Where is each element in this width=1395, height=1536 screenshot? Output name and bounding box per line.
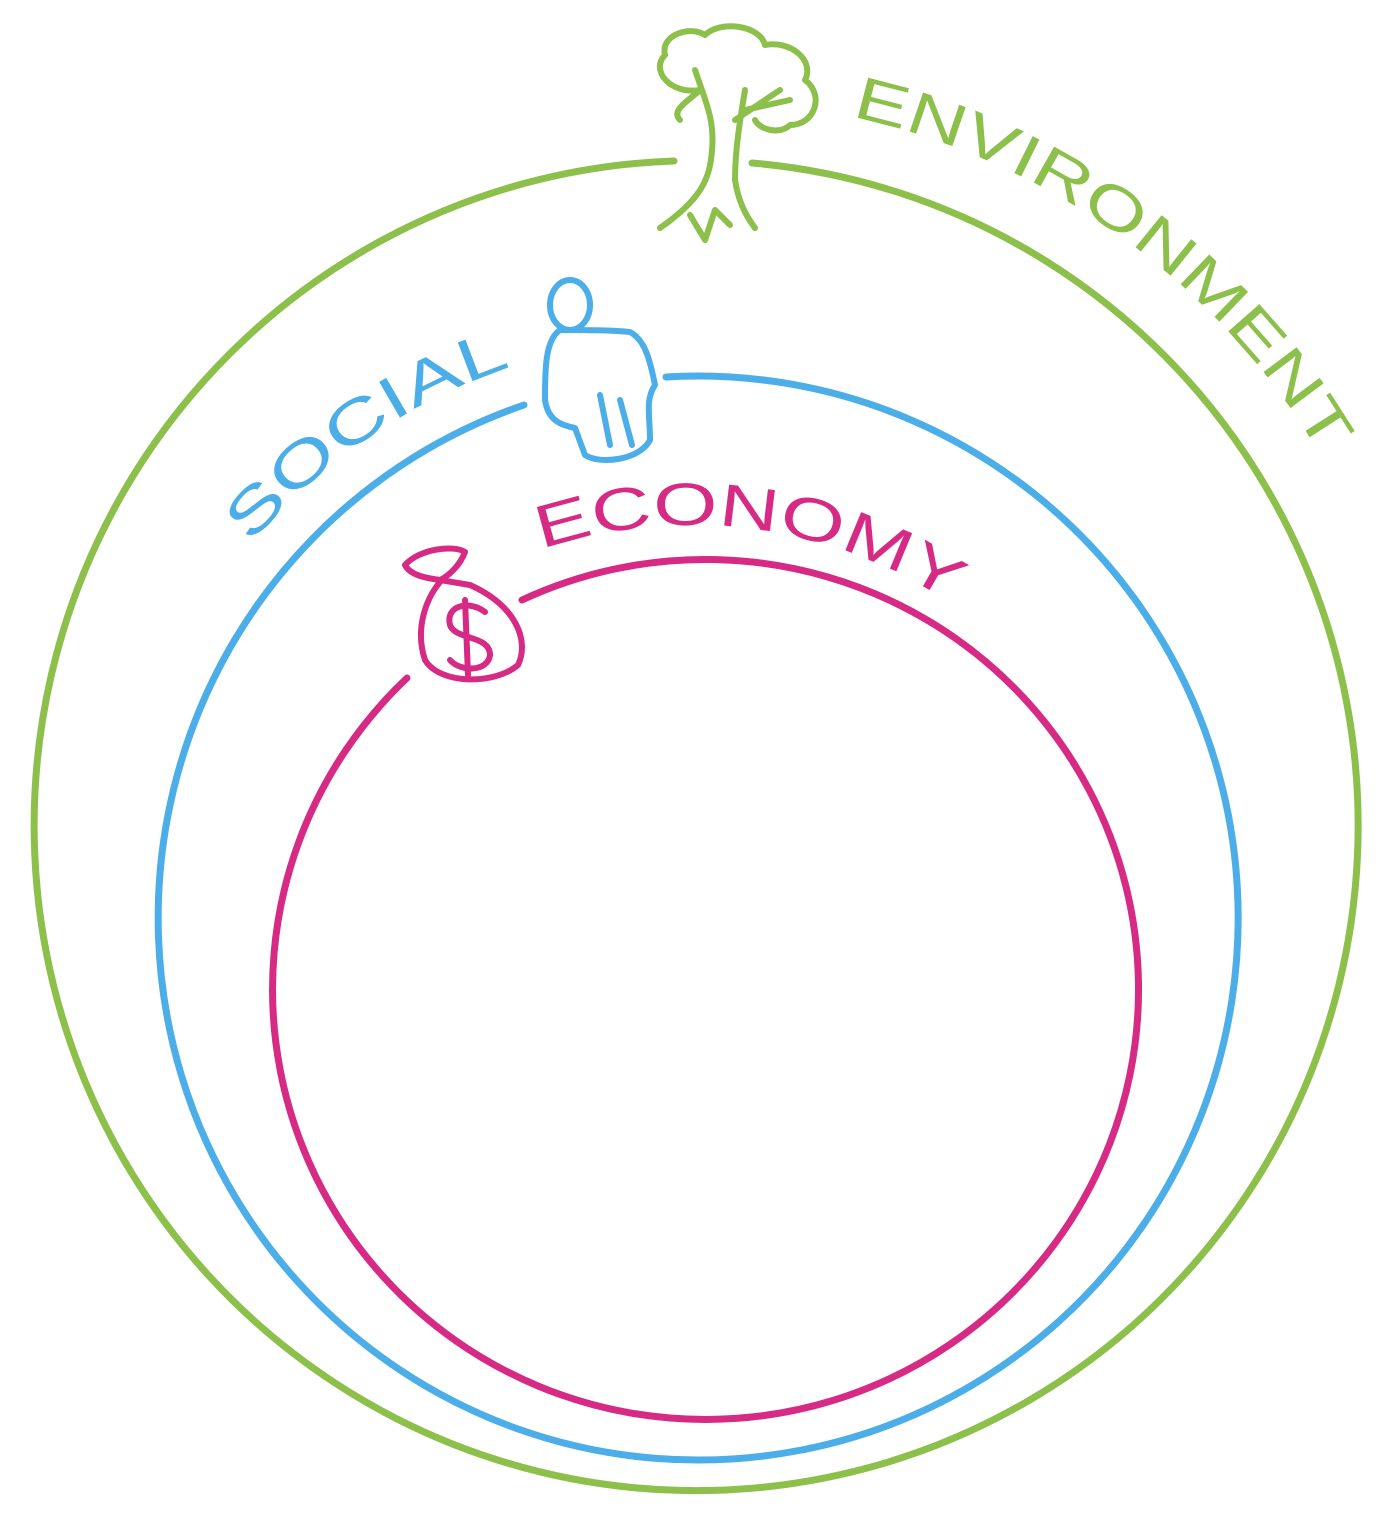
social-circle (154, 372, 1242, 1464)
environment-label: ENVIRONMENT (848, 64, 1366, 462)
tree-icon (657, 23, 819, 243)
economy-label: ECONOMY (527, 471, 977, 613)
person-icon (542, 277, 658, 463)
social-label: SOCIAL (211, 316, 516, 553)
money-bag-icon (402, 545, 525, 683)
environment-circle (30, 157, 1362, 1495)
economy-circle (269, 555, 1143, 1423)
